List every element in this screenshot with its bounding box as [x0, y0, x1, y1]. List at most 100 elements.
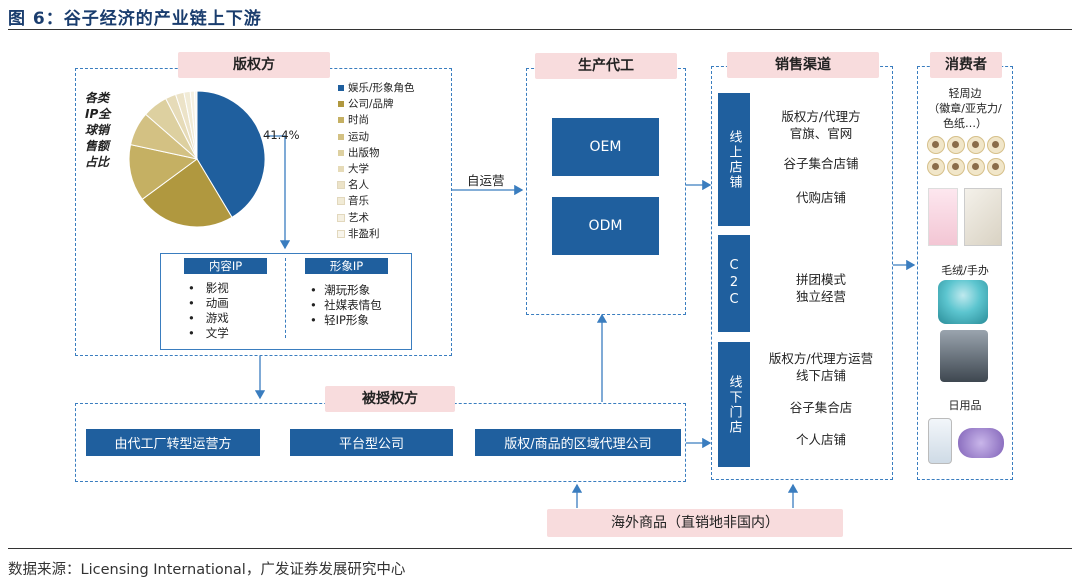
legend-label: 运动 — [348, 130, 369, 143]
list-item-text: 轻IP形象 — [324, 313, 369, 327]
pie-caption: 各类 IP全 球销 售额 占比 — [85, 90, 117, 170]
legend-label: 时尚 — [348, 114, 369, 127]
channel-item: 拼团模式 — [795, 272, 846, 287]
legend-label: 非盈利 — [348, 227, 380, 240]
peripherals-line: 轻周边 — [948, 87, 982, 100]
plush-label: 毛绒/手办 — [941, 264, 989, 277]
legend-item: 时尚 — [338, 112, 415, 128]
list-item: • 潮玩形象 — [310, 283, 371, 297]
slippers-image — [958, 428, 1004, 458]
legend-label: 娱乐/形象角色 — [348, 82, 415, 94]
oem-box: OEM — [552, 118, 659, 176]
pie-slice — [196, 90, 266, 218]
shikishi-image — [964, 188, 1002, 246]
legend-label: 艺术 — [348, 211, 369, 224]
licensor-label: 版权方 — [178, 52, 330, 78]
legend-swatch — [338, 133, 344, 140]
channel-item: 线下店铺 — [795, 368, 846, 383]
legend-label: 音乐 — [348, 195, 369, 208]
channel-item: 谷子集合店铺 — [783, 156, 859, 171]
legend-swatch — [337, 181, 345, 190]
channel-item: 版权方/代理方 — [781, 109, 861, 124]
c2c-items: 拼团模式 独立经营 — [752, 271, 890, 305]
list-item-text: 文学 — [205, 326, 229, 340]
channel-item: 谷子集合店 — [789, 400, 853, 415]
figure-image — [940, 330, 988, 382]
list-item-text: 动画 — [205, 296, 229, 310]
pie-callout: 41.4% — [263, 128, 300, 142]
arrow-pie-to-ip — [266, 135, 291, 250]
list-item: • 游戏 — [188, 311, 229, 325]
legend-swatch — [338, 117, 344, 124]
legend-item: 大学 — [338, 161, 415, 177]
online-store-tag: 线上店铺 — [718, 93, 750, 226]
production-panel — [526, 68, 686, 315]
legend-item: 公司/品牌 — [338, 96, 415, 112]
licensee-item: 版权/商品的区域代理公司 — [475, 429, 681, 456]
bottle-image — [928, 418, 952, 464]
acrylic-stand-image — [928, 188, 958, 246]
content-ip-title: 内容IP — [184, 258, 267, 274]
legend-item: 名人 — [337, 177, 415, 193]
top-rule — [8, 29, 1072, 30]
daily-goods-label: 日用品 — [948, 399, 982, 412]
pie-slice — [141, 158, 233, 228]
legend-label: 大学 — [348, 162, 369, 175]
peripherals-line: 色纸…） — [943, 117, 987, 130]
pie-caption-line: 占比 — [85, 155, 110, 169]
bottom-rule — [8, 548, 1072, 549]
legend-item: 出版物 — [338, 145, 415, 161]
plush-image — [938, 280, 988, 324]
self-operation-label: 自运营 — [467, 173, 505, 188]
list-item-text: 影视 — [205, 281, 229, 295]
legend-swatch — [337, 213, 345, 222]
legend-item: 娱乐/形象角色 — [338, 80, 415, 96]
content-ip-list: • 影视 • 动画 • 游戏 • 文学 — [188, 281, 229, 341]
legend-item: 艺术 — [337, 210, 415, 226]
image-ip-list: • 潮玩形象 • 社媒表情包 • 轻IP形象 — [310, 283, 382, 328]
sales-label: 销售渠道 — [727, 52, 879, 78]
channel-item: 代购店铺 — [795, 190, 846, 205]
legend-swatch — [338, 149, 344, 156]
channel-item: 版权方/代理方运营 — [768, 351, 874, 366]
peripherals-line: （徽章/亚克力/ — [928, 102, 1002, 115]
figure-title: 图 6：谷子经济的产业链上下游 — [8, 9, 262, 29]
overseas-label: 海外商品（直销地非国内） — [547, 509, 843, 537]
peripherals-label: 轻周边 （徽章/亚克力/ 色纸…） — [919, 86, 1011, 131]
online-items: 版权方/代理方 官旗、官网 谷子集合店铺 代购店铺 — [752, 108, 890, 206]
odm-box: ODM — [552, 197, 659, 255]
pie-slice — [193, 90, 198, 160]
pie-caption-line: IP全 — [85, 107, 111, 121]
list-item: • 轻IP形象 — [310, 313, 369, 327]
c2c-tag: C2C — [718, 235, 750, 332]
legend-swatch — [337, 197, 345, 206]
ip-divider — [285, 258, 287, 338]
channel-item: 官旗、官网 — [789, 126, 853, 141]
legend-item: 非盈利 — [337, 226, 415, 242]
legend-swatch — [338, 101, 344, 108]
legend-item: 运动 — [338, 129, 415, 145]
legend-item: 音乐 — [337, 193, 415, 209]
badges-image — [927, 136, 1007, 178]
production-label: 生产代工 — [535, 53, 677, 79]
legend-swatch — [337, 229, 345, 238]
licensee-item: 平台型公司 — [290, 429, 453, 456]
legend-label: 名人 — [348, 179, 369, 192]
list-item-text: 游戏 — [205, 311, 229, 325]
image-ip-title: 形象IP — [305, 258, 388, 274]
consumer-label: 消费者 — [930, 52, 1002, 78]
pie-slice — [128, 143, 199, 201]
list-item-text: 潮玩形象 — [324, 283, 371, 297]
pie-caption-line: 球销 — [85, 123, 110, 137]
source-note: 数据来源：Licensing International，广发证券发展研究中心 — [8, 562, 406, 578]
pie-caption-line: 各类 — [85, 91, 110, 105]
legend-label: 出版物 — [348, 146, 380, 159]
list-item: • 社媒表情包 — [310, 298, 382, 312]
list-item: • 动画 — [188, 296, 229, 310]
legend-swatch — [338, 85, 344, 91]
channel-item: 独立经营 — [795, 289, 846, 304]
channel-item: 个人店铺 — [795, 432, 846, 447]
legend-label: 公司/品牌 — [348, 98, 394, 111]
